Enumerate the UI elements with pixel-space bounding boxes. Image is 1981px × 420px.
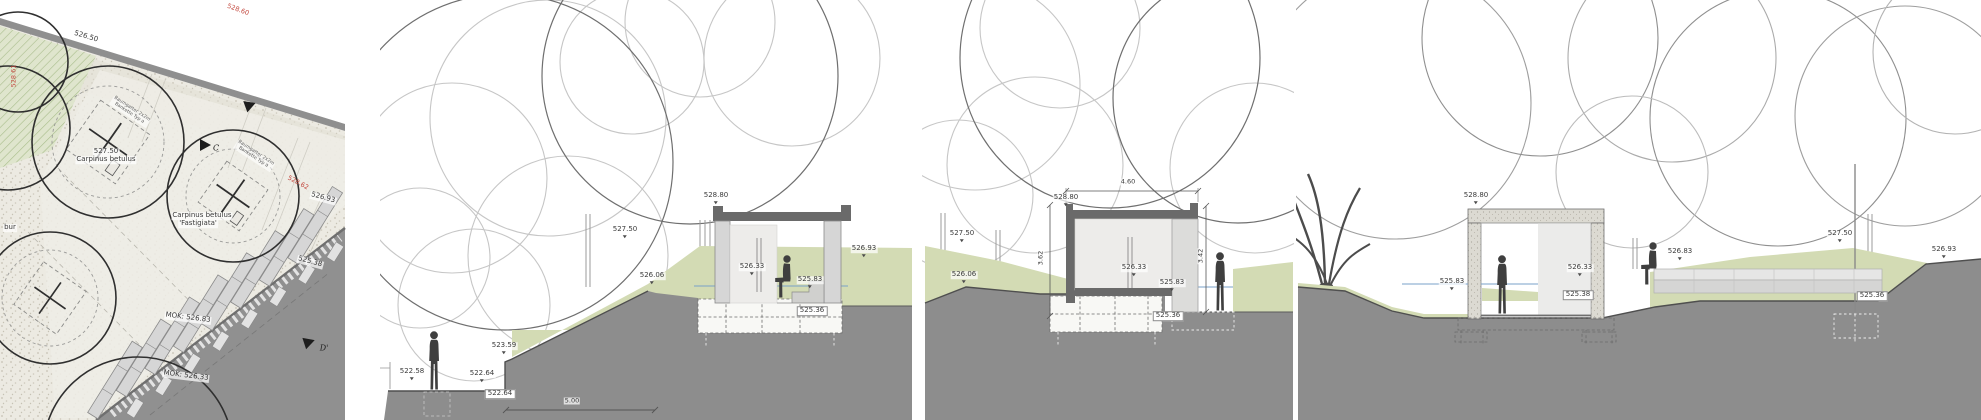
foundation-ticks [705,333,835,347]
paver-strip [258,208,315,287]
front-elevation [1296,0,1981,420]
site-plan [0,0,346,420]
ground-section [925,287,1293,420]
lawn-right [1233,262,1293,312]
ornamental-grass [1296,173,1371,290]
tree-canopy-dark-outlines [959,0,1294,224]
plan-lane-marking [149,271,331,416]
fence-posts [380,362,391,389]
pavilion-section [1066,203,1199,313]
curb-block [126,397,144,419]
wall-right [823,220,842,304]
paver-strip [287,185,344,265]
plan-lawn-hatch [0,26,96,168]
person-standing [1497,255,1507,314]
roof-upstand-left [1066,204,1073,211]
roof-slab [713,212,851,221]
section-c [380,0,912,420]
ground-section [384,291,912,420]
paver-strip [87,340,143,420]
tree-canopy-dark-outlines [380,0,839,331]
interior-wall [1074,218,1173,291]
pavilion-front [1467,208,1605,320]
curb-block [240,308,259,330]
interior-back-wall [1538,223,1591,315]
lawn-through-opening [1482,288,1538,301]
plan-path-guides [27,167,241,393]
plan-tree-canopies [0,11,300,420]
tree-canopy-outlines [380,0,881,382]
long-bench [1653,268,1883,294]
section-cut-markers [200,101,315,350]
curb-block [211,330,230,352]
dimension-5m [502,406,659,414]
interior-wall [729,224,778,304]
wall-right [1171,218,1199,313]
plan-tree-pit-circles [1,85,281,347]
ground-section [1298,259,1981,420]
person-standing [429,331,439,390]
foundation-ticks [1057,311,1235,347]
excavation-pit [698,299,842,333]
roof-upstand-right [841,205,851,213]
roof-upstand-left [713,206,723,213]
mast-foundation-dashed [1833,313,1879,344]
curb-block [326,241,345,263]
wall-left-cut [1066,219,1075,303]
ground-surface-line [924,286,1068,304]
person-standing [1215,252,1225,311]
paver-strip [201,252,258,331]
tree-canopy-outlines [1296,0,1981,249]
foundation-dashed [697,298,843,334]
foundation-dashed-left [423,391,451,417]
section-d [922,0,1294,420]
foundation-dashed [1454,317,1617,344]
roof-slab [1066,210,1198,219]
ground-surface-line [388,290,649,392]
ground-surface-line [1297,258,1981,319]
roof-upstand-right [1190,203,1198,211]
plan-wall-band [0,18,345,131]
wall-left [714,220,731,304]
curb-block [269,286,287,307]
floor-slab [1075,288,1172,296]
